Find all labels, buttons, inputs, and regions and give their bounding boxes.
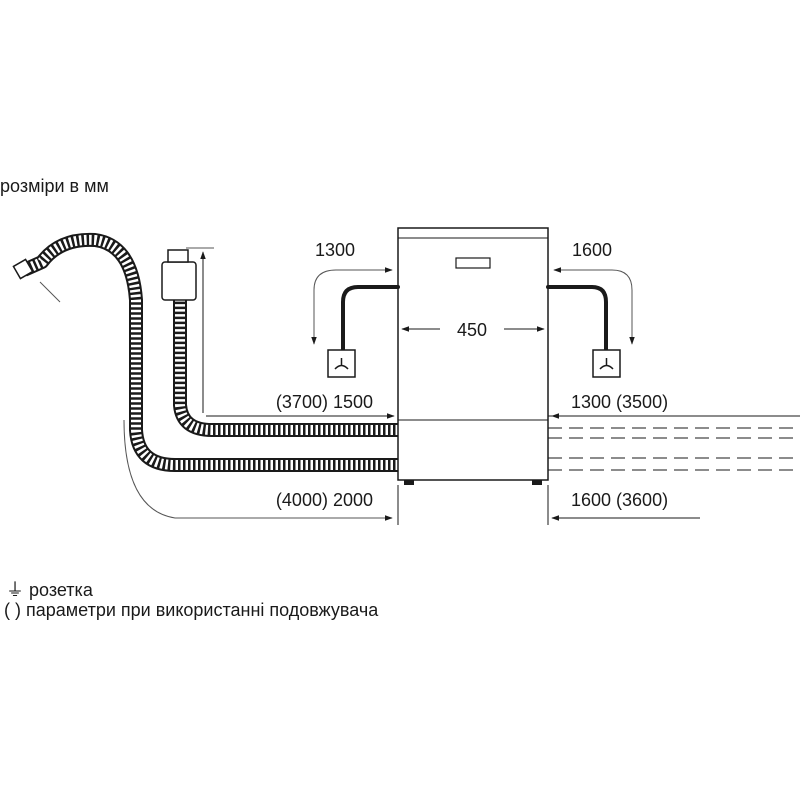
drain-hose xyxy=(12,232,398,472)
extension-symbol: ( ) xyxy=(4,600,21,620)
inlet-length-left-label: (3700) 1500 xyxy=(276,392,373,412)
dishwasher xyxy=(397,227,549,485)
socket-symbol-icon: ⏚ xyxy=(6,580,24,600)
hose-continuation-right xyxy=(548,415,800,471)
drain-length-left-label: (4000) 2000 xyxy=(276,490,373,510)
inlet-length-right-label: 1300 (3500) xyxy=(571,392,668,412)
width-label: 450 xyxy=(457,320,487,340)
socket-legend-label: розетка xyxy=(29,580,93,600)
socket-right-icon xyxy=(592,349,621,378)
units-caption: розміри в мм xyxy=(0,176,109,196)
control-display xyxy=(455,257,491,269)
legend-socket: ⏚ розетка xyxy=(6,576,93,602)
power-length-right-label: 1600 xyxy=(572,240,612,260)
socket-left-icon xyxy=(327,349,356,378)
power-length-left-label: 1300 xyxy=(315,240,355,260)
drain-length-right-label: 1600 (3600) xyxy=(571,490,668,510)
aquastop-valve xyxy=(161,261,197,301)
power-cord-left xyxy=(341,285,400,352)
inlet-hose xyxy=(161,249,398,437)
legend-extension: ( ) параметри при використанні подовжува… xyxy=(4,600,378,621)
extension-legend-label: параметри при використанні подовжувача xyxy=(26,600,379,620)
power-cord-right xyxy=(546,285,608,352)
